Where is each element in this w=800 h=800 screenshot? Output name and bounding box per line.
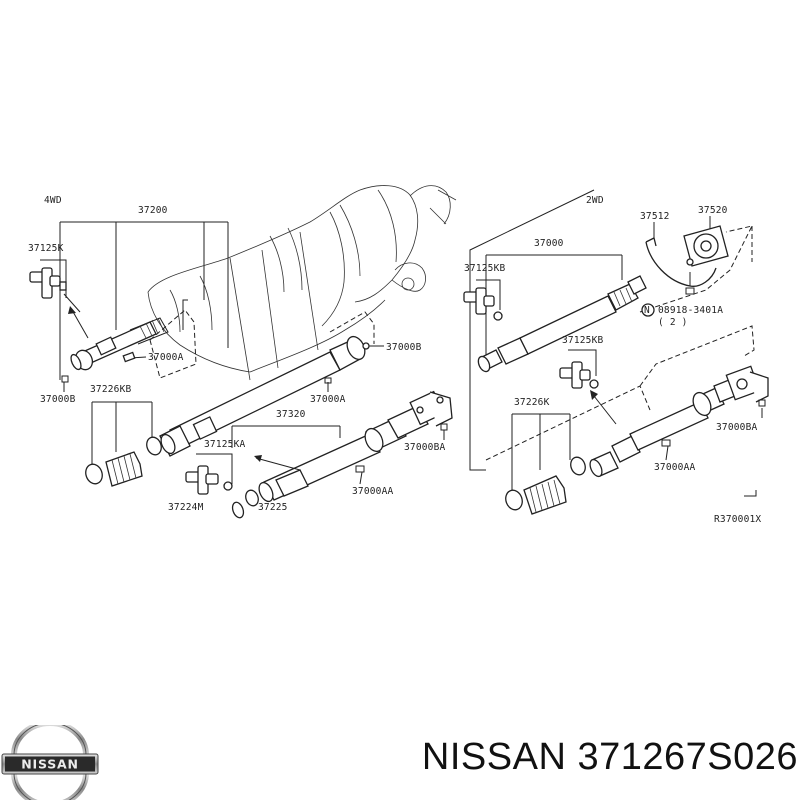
variant-label-2wd: 2WD [586,195,604,206]
arrow-head [68,306,76,314]
leader-37200-b [182,299,188,330]
corner-mark [744,490,757,497]
universal-joint-cross-right [463,287,503,321]
nissan-logo: NISSAN [1,725,99,800]
arrow-leader-right [593,395,617,425]
label-nut-qty: ( 2 ) [658,317,688,328]
bolt-icon [440,423,448,440]
center-bearing-bracket [645,225,729,287]
label-37320: 37320 [276,409,306,420]
universal-joint-cross [29,259,81,313]
nut-symbol-circle [641,303,655,317]
leader [196,453,233,484]
universal-joint-cross-right-2 [559,361,599,389]
left-panel-4wd: 4WD 37200 [28,185,457,519]
arrow-head-right [590,390,598,400]
part-number-caption: NISSAN 371267S026 [421,736,798,778]
flange-dashed-outline [149,309,197,379]
assembly-label-37200: 37200 [138,205,168,216]
label-37226KB: 37226KB [90,384,132,395]
leader [568,349,597,376]
nut-symbol: N [644,305,650,316]
arrow-head-2 [254,455,262,462]
label-37125KA: 37125KA [204,439,246,450]
front-shaft-2wd [477,275,647,373]
rear-dashed-guide [485,325,755,461]
rubber-boot [85,436,162,487]
bolt-icon [61,375,69,392]
rubber-boot-right [505,456,586,515]
nut-icon [324,377,332,392]
rear-shaft-2wd [589,365,769,478]
label-37125K: 37125K [28,243,64,254]
label-37520: 37520 [698,205,728,216]
label-37225: 37225 [258,502,288,513]
label-37000A-mid: 37000A [310,394,346,405]
label-37000B-left: 37000B [40,394,76,405]
bolt-icon [758,399,766,418]
assembly-label-37000: 37000 [534,238,564,249]
nut-icon [122,351,136,363]
leaders-top-right [653,216,711,238]
universal-joint-cross-2 [185,465,233,495]
label-37000BA-left: 37000BA [404,442,446,453]
right-panel-2wd: 2WD 37000 37512 37520 N 08918-3401A ( 2 … [463,189,769,525]
shaft-bracket [231,425,341,448]
label-37000AA-left: 37000AA [352,486,394,497]
panel-divider [469,189,595,471]
reference-code: R370001X [714,514,761,525]
nut-icon [685,272,695,295]
variant-label-4wd: 4WD [44,195,62,206]
nut-icon [362,342,370,350]
assembly-bracket [59,221,229,380]
label-37000B-mid: 37000B [386,342,422,353]
label-37000A-left: 37000A [148,352,184,363]
rear-propeller-shaft [258,390,453,503]
boot-kit-bracket-right [511,413,571,500]
label-37226K: 37226K [514,397,550,408]
label-08918-3401A: 08918-3401A [658,305,723,316]
label-37000AA-right: 37000AA [654,462,696,473]
nut-icon [355,465,365,485]
leader [476,279,501,310]
ring-icon [245,489,259,507]
label-37224M: 37224M [168,502,204,513]
flange-dashed-outline-2 [329,311,375,344]
label-37125KB-mid: 37125KB [562,335,604,346]
transmission-housing [147,185,457,381]
label-37000BA-right: 37000BA [716,422,758,433]
bearing-dashed-guide [639,225,753,313]
label-37125KB-top: 37125KB [464,263,506,274]
label-37512: 37512 [640,211,670,222]
boot-kit-bracket [91,401,153,470]
seal-ring-icon [231,501,245,519]
main-propeller-shaft [159,335,366,457]
front-driveshaft-stub [70,317,169,371]
arrow-leader [71,309,89,339]
arrow-leader-2 [255,457,301,471]
logo-wordmark: NISSAN [21,757,79,772]
nut-icon [661,439,671,461]
